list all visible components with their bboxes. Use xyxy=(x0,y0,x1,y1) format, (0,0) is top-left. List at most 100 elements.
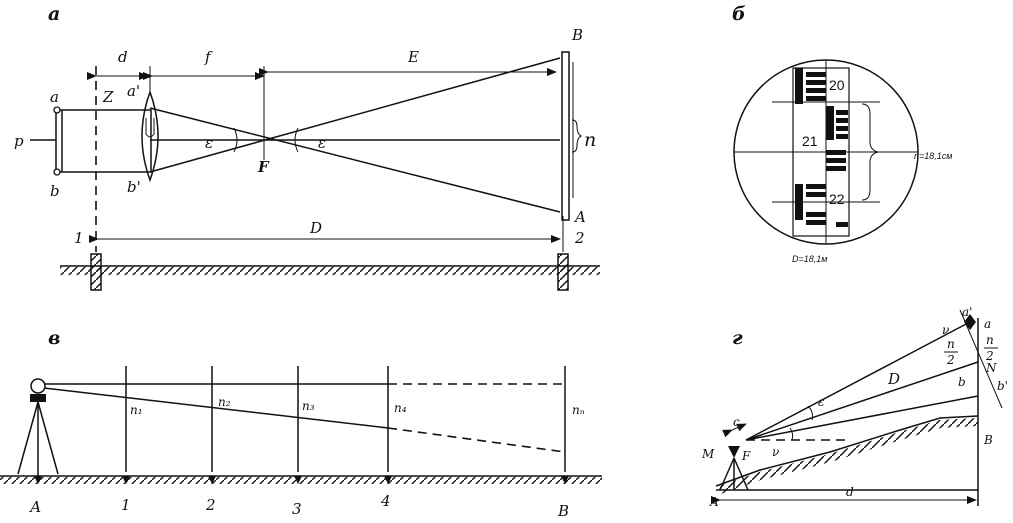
label-c: c xyxy=(733,415,740,429)
point-A: А xyxy=(29,498,41,516)
panel-b-title: б xyxy=(732,3,746,25)
label-D: D xyxy=(309,219,322,237)
levelling-staff xyxy=(561,51,570,221)
staff-feet xyxy=(34,476,569,484)
label-b-prime: b' xyxy=(127,178,141,196)
label-d: d xyxy=(118,48,128,66)
staff-number-22: 22 xyxy=(829,191,845,207)
panel-b-field-of-view: б 20 21 22 xyxy=(732,3,952,264)
tripod-leg-left xyxy=(17,401,39,475)
ground-hatch-v xyxy=(0,477,602,484)
label-N: N xyxy=(985,361,997,375)
D-reading: D=18,1м xyxy=(792,254,827,264)
label-n3: n₃ xyxy=(302,399,315,413)
instrument-head xyxy=(30,378,46,394)
label-E: E xyxy=(407,48,419,66)
label-n: n xyxy=(584,129,596,151)
slope-line xyxy=(715,415,979,487)
sight-line-lower xyxy=(43,387,389,429)
ray-lower xyxy=(745,395,979,441)
brace-n xyxy=(571,119,583,153)
sight-line-lower-dashed xyxy=(387,427,566,453)
label-p: p xyxy=(14,132,24,150)
lens-center-mark xyxy=(145,118,155,138)
label-F: F xyxy=(741,449,751,463)
label-bg-21 xyxy=(800,130,824,148)
brace-reading xyxy=(861,103,879,201)
label-n4: n₄ xyxy=(394,401,407,415)
panel-v-title: в xyxy=(48,327,60,349)
ground-hatch-a xyxy=(60,267,600,275)
instrument-base xyxy=(30,394,46,402)
point-1: 1 xyxy=(121,496,131,514)
stake-2 xyxy=(557,253,569,291)
ray-center xyxy=(745,361,979,441)
label-v-top: ν xyxy=(942,323,949,337)
label-F: F xyxy=(257,158,270,176)
label-B: B xyxy=(571,26,583,44)
inclined-staff xyxy=(959,309,1003,409)
label-Z: Z xyxy=(102,88,114,106)
label-n-left-den: 2 xyxy=(946,353,955,367)
label-b: b xyxy=(958,375,966,389)
reticle-thread-b xyxy=(53,168,61,176)
point-3: 3 xyxy=(292,500,302,518)
label-bg-20 xyxy=(828,74,848,92)
label-n-right-num: n xyxy=(986,333,994,347)
tripod-leg-right xyxy=(37,401,59,475)
label-a-prime: a' xyxy=(962,305,972,319)
label-M: M xyxy=(701,447,715,461)
panel-g-inclined-sight: г a' a ν n 2 n 2 N D b xyxy=(701,305,1008,509)
point-a-prime-mark xyxy=(964,314,976,330)
panel-g-title: г xyxy=(732,327,743,349)
instrument-g xyxy=(728,446,740,458)
label-n1: n₁ xyxy=(130,403,143,417)
label-b-prime: b' xyxy=(997,379,1008,393)
panel-a-title: а xyxy=(48,3,60,25)
tripod-g-left xyxy=(719,457,735,491)
label-d: d xyxy=(846,485,854,499)
label-n2: n₂ xyxy=(218,395,231,409)
label-eps-left: ε xyxy=(205,134,213,152)
label-a: a xyxy=(50,88,59,106)
label-eps: ε xyxy=(818,395,824,409)
staff-number-20: 20 xyxy=(829,77,845,93)
ray-upper-to-A xyxy=(149,107,561,213)
point-4: 4 xyxy=(380,492,391,510)
panel-a-optical-scheme: а d f E a b Z a' b' p ε ε xyxy=(14,3,600,291)
angle-eps xyxy=(807,405,813,421)
label-n-right-den: 2 xyxy=(985,349,994,363)
label-f: f xyxy=(204,48,213,66)
tripod-g-right xyxy=(733,457,749,491)
label-B: B xyxy=(983,433,993,447)
point-B: В xyxy=(557,502,569,520)
angle-eps-left xyxy=(233,127,238,153)
label-a: a xyxy=(984,317,991,331)
point-2: 2 xyxy=(205,496,216,514)
label-a-prime: a' xyxy=(127,82,140,100)
objective-lens xyxy=(141,89,159,183)
label-n-left-num: n xyxy=(947,337,955,351)
staff-number-21: 21 xyxy=(802,133,818,149)
telescope-tube xyxy=(55,109,152,173)
label-A: A xyxy=(709,495,719,509)
panel-v-profile: в n₁ n₂ n₃ n₄ nₙ А 1 xyxy=(0,327,602,520)
n-reading: n=18,1см xyxy=(914,151,952,161)
stake-1 xyxy=(90,253,102,291)
angle-eps-right xyxy=(294,127,299,153)
label-D: D xyxy=(887,370,900,388)
label-1: 1 xyxy=(74,229,84,247)
label-2: 2 xyxy=(574,229,585,247)
dimension-c xyxy=(722,423,747,438)
reticle-thread-a xyxy=(53,106,61,114)
label-b: b xyxy=(50,182,60,200)
label-nn: nₙ xyxy=(572,403,585,417)
label-A: A xyxy=(573,208,586,226)
label-v-bottom: ν xyxy=(772,445,779,459)
angle-nu xyxy=(789,427,794,441)
ray-upper xyxy=(745,321,971,441)
slope-hatch xyxy=(718,418,979,494)
ray-lower-to-B xyxy=(149,57,561,173)
label-eps-right: ε xyxy=(318,134,326,152)
